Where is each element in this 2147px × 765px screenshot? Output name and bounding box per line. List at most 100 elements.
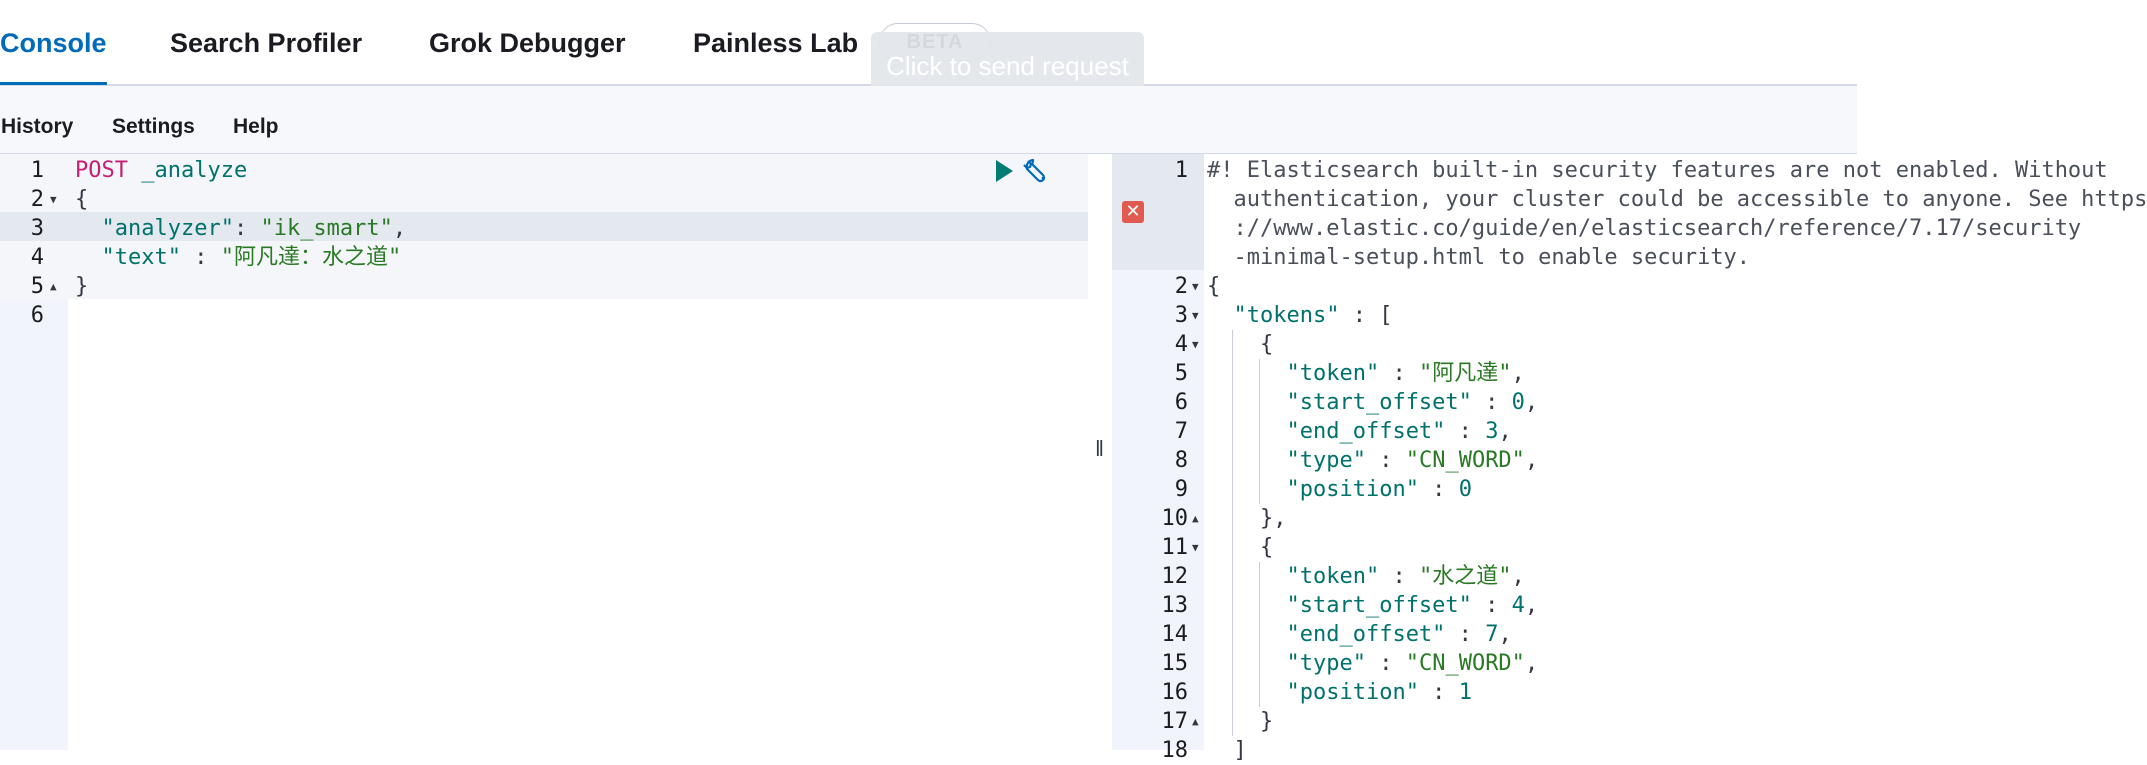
request-line-text: "text" : "阿凡達：水之道" bbox=[75, 243, 402, 272]
position-field: "position" : 1 bbox=[1207, 678, 1471, 707]
end-offset-field: "end_offset" : 3, bbox=[1207, 417, 1511, 446]
line-number: 4 bbox=[1174, 332, 1188, 357]
json-comma: , bbox=[1524, 390, 1539, 415]
token-field: "token" : "阿凡達", bbox=[1207, 359, 1525, 388]
menu-help[interactable]: Help bbox=[233, 115, 279, 138]
start-offset-field: "start_offset" : 4, bbox=[1207, 591, 1538, 620]
security-warning-line: authentication, your cluster could be ac… bbox=[1207, 187, 2147, 212]
line-number: 4 bbox=[30, 245, 44, 270]
request-editor[interactable]: 1 2 ▼ 3 4 5 ▲ 6 POST _analyze { "analyze… bbox=[0, 154, 1088, 750]
wrench-icon[interactable] bbox=[1023, 157, 1053, 191]
response-viewer[interactable]: ✕ 1 2 ▼ 3 ▼ 4 ▼ 5 6 7 8 9 10 ▲ 11 ▼ 12 1… bbox=[1112, 154, 2147, 763]
fold-arrow-icon[interactable]: ▼ bbox=[1192, 541, 1199, 554]
request-close-brace: } bbox=[75, 274, 89, 299]
json-brace: } bbox=[1259, 709, 1274, 734]
response-line-tokens: "tokens" : [ bbox=[1207, 301, 1393, 330]
line-number: 6 bbox=[1174, 390, 1188, 415]
console-menu: History Settings Help bbox=[0, 86, 1857, 154]
json-number: 0 bbox=[1458, 477, 1472, 502]
json-string: "CN_WORD" bbox=[1405, 651, 1525, 676]
line-number: 1 bbox=[1174, 158, 1188, 183]
json-key: "end_offset" bbox=[1286, 622, 1446, 647]
line-number: 9 bbox=[1174, 477, 1188, 502]
json-sep: : bbox=[1471, 593, 1512, 618]
line-number: 5 bbox=[1174, 361, 1188, 386]
line-number: 7 bbox=[1174, 419, 1188, 444]
token-object-open: { bbox=[1207, 330, 1273, 359]
type-field: "type" : "CN_WORD", bbox=[1207, 446, 1538, 475]
json-sep: : bbox=[1418, 680, 1459, 705]
fold-arrow-icon[interactable]: ▼ bbox=[1192, 280, 1199, 293]
tokens-array-close: ] bbox=[1207, 736, 1247, 765]
tab-painless-lab[interactable]: Painless Lab bbox=[693, 28, 859, 58]
json-key: "token" bbox=[1286, 564, 1380, 589]
json-key: "text" bbox=[101, 245, 181, 270]
line-number: 8 bbox=[1174, 448, 1188, 473]
json-comma: , bbox=[1498, 622, 1512, 647]
line-number: 6 bbox=[30, 303, 44, 328]
http-method: POST bbox=[75, 158, 128, 183]
security-warning-line: #! Elasticsearch built-in security featu… bbox=[1207, 158, 2108, 183]
token-object-open: { bbox=[1207, 533, 1273, 562]
security-warning-line: ://www.elastic.co/guide/en/elasticsearch… bbox=[1207, 216, 2082, 241]
indent-guide bbox=[1259, 562, 1260, 707]
menu-history[interactable]: History bbox=[1, 115, 74, 138]
security-warning-line: -minimal-setup.html to enable security. bbox=[1207, 245, 1751, 270]
line-number: 16 bbox=[1161, 680, 1189, 705]
json-key: "tokens" bbox=[1233, 303, 1340, 328]
json-string: "水之道" bbox=[1418, 564, 1512, 589]
json-sep: : bbox=[180, 245, 221, 270]
line-number: 3 bbox=[30, 216, 44, 241]
tab-console[interactable]: Console bbox=[0, 0, 107, 85]
json-string: "CN_WORD" bbox=[1405, 448, 1525, 473]
json-sep: : bbox=[1418, 477, 1459, 502]
json-brace: }, bbox=[1259, 506, 1287, 531]
json-string: "阿凡達" bbox=[1418, 361, 1512, 386]
json-sep: : bbox=[1471, 390, 1512, 415]
fold-arrow-icon[interactable]: ▲ bbox=[50, 280, 57, 293]
token-field: "token" : "水之道", bbox=[1207, 562, 1524, 591]
line-number: 5 bbox=[30, 274, 44, 299]
indent-guide bbox=[1259, 359, 1260, 504]
line-number: 17 bbox=[1161, 709, 1189, 734]
tab-grok-debugger[interactable]: Grok Debugger bbox=[429, 28, 626, 58]
json-key: "start_offset" bbox=[1286, 593, 1472, 618]
fold-arrow-icon[interactable]: ▲ bbox=[1192, 715, 1199, 728]
fold-arrow-icon[interactable]: ▼ bbox=[1192, 338, 1199, 351]
fold-arrow-icon[interactable]: ▲ bbox=[1192, 512, 1199, 525]
json-comma: , bbox=[1524, 651, 1539, 676]
tab-search-profiler[interactable]: Search Profiler bbox=[170, 28, 363, 58]
drag-handle-icon[interactable]: ‖ bbox=[1095, 436, 1105, 461]
type-field: "type" : "CN_WORD", bbox=[1207, 649, 1538, 678]
request-open-brace: { bbox=[75, 187, 89, 212]
json-key: "position" bbox=[1286, 680, 1419, 705]
json-key: "analyzer" bbox=[101, 216, 234, 241]
line-number: 11 bbox=[1161, 535, 1189, 560]
response-open-brace: { bbox=[1207, 274, 1221, 299]
json-sep: : [ bbox=[1339, 303, 1393, 328]
json-key: "type" bbox=[1286, 448, 1366, 473]
line-number: 15 bbox=[1161, 651, 1189, 676]
json-sep: : bbox=[233, 216, 261, 241]
pane-resizer[interactable]: ‖ bbox=[1088, 154, 1112, 750]
line-number: 2 bbox=[30, 187, 44, 212]
json-number: 0 bbox=[1511, 390, 1525, 415]
json-key: "start_offset" bbox=[1286, 390, 1472, 415]
line-number: 18 bbox=[1161, 738, 1189, 763]
json-comma: , bbox=[1524, 593, 1539, 618]
json-sep: : bbox=[1365, 651, 1406, 676]
json-comma: , bbox=[1511, 361, 1525, 386]
json-sep: : bbox=[1379, 361, 1419, 386]
fold-arrow-icon[interactable]: ▼ bbox=[50, 193, 57, 206]
json-sep: : bbox=[1445, 622, 1486, 647]
play-icon[interactable] bbox=[993, 159, 1015, 187]
json-sep: : bbox=[1379, 564, 1419, 589]
indent-guide bbox=[1232, 330, 1233, 736]
error-icon[interactable]: ✕ bbox=[1122, 201, 1144, 223]
json-sep: : bbox=[1365, 448, 1406, 473]
line-number: 10 bbox=[1161, 506, 1189, 531]
json-comma: , bbox=[392, 216, 407, 241]
line-number: 3 bbox=[1174, 303, 1188, 328]
fold-arrow-icon[interactable]: ▼ bbox=[1192, 309, 1199, 322]
menu-settings[interactable]: Settings bbox=[112, 115, 195, 138]
